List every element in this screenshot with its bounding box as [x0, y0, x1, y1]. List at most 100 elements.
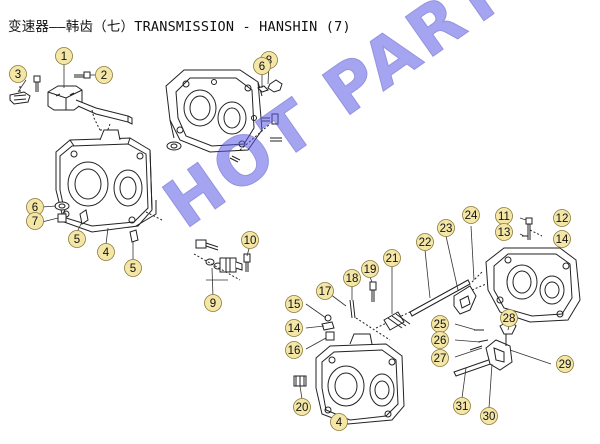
- callout-bubble: [55, 47, 73, 65]
- callout-15: 15: [285, 295, 303, 313]
- callout-bubble: [316, 282, 334, 300]
- drain-plug-drawing: [293, 375, 307, 387]
- callout-bubble: [253, 57, 271, 75]
- callout-bubble: [431, 331, 449, 349]
- callout-3: 3: [9, 65, 27, 83]
- callout-bubble: [431, 349, 449, 367]
- callout-number: 10: [244, 235, 257, 247]
- callout-bubble: [462, 206, 480, 224]
- callout-bubble: [553, 230, 571, 248]
- callout-bubble: [241, 231, 259, 249]
- main-case-bottom-drawing: [315, 333, 405, 425]
- callout-number: 15: [288, 299, 301, 311]
- callout-bubble: [437, 219, 455, 237]
- callout-14: 14: [553, 230, 571, 248]
- callout-28: 28: [500, 309, 518, 327]
- bolt-drawing: [33, 71, 91, 92]
- callout-1: 1: [55, 47, 73, 65]
- callout-12: 12: [553, 209, 571, 227]
- callout-bubble: [330, 413, 348, 431]
- callout-bubble: [556, 355, 574, 373]
- callout-number: 20: [296, 402, 309, 414]
- small-parts-right: [321, 281, 391, 341]
- callout-number: 22: [419, 237, 432, 249]
- callout-6: 6: [253, 57, 271, 75]
- callout-bubble: [285, 341, 303, 359]
- callout-number: 17: [319, 286, 332, 298]
- page-title: 变速器——韩齿（七）TRANSMISSION - HANSHIN (7): [8, 19, 351, 35]
- bracket-plate-drawing: [9, 86, 31, 105]
- rear-cover-drawing: [471, 217, 581, 323]
- callout-number: 18: [346, 273, 359, 285]
- callout-number: 7: [32, 216, 38, 228]
- callout-17: 17: [316, 282, 334, 300]
- callout-number: 13: [498, 227, 511, 239]
- callout-number: 12: [556, 213, 569, 225]
- callout-number: 27: [434, 353, 447, 365]
- callout-number: 2: [101, 70, 107, 82]
- shift-shaft-drawing: [375, 279, 471, 331]
- housing-cover-drawing: [165, 69, 263, 153]
- callout-number: 26: [434, 335, 447, 347]
- callout-9: 9: [204, 294, 222, 312]
- callout-5: 5: [68, 230, 86, 248]
- sensor-assembly-drawing: [193, 239, 251, 281]
- callout-number: 14: [556, 234, 569, 246]
- shift-fork-drawing: [453, 271, 483, 315]
- leader-lines: [17, 61, 552, 421]
- callout-number: 29: [559, 359, 572, 371]
- callout-bubble: [453, 397, 471, 415]
- callout-22: 22: [416, 233, 434, 251]
- callout-4: 4: [330, 413, 348, 431]
- callout-number: 31: [456, 401, 469, 413]
- callout-layer: 1328667545109111213142423222119181715141…: [9, 47, 574, 431]
- callout-bubble: [383, 249, 401, 267]
- callout-bubble: [285, 319, 303, 337]
- callout-bubble: [285, 295, 303, 313]
- callout-number: 28: [503, 313, 516, 325]
- callout-number: 30: [483, 411, 496, 423]
- callout-2: 2: [95, 66, 113, 84]
- callout-25: 25: [431, 315, 449, 333]
- callout-number: 16: [288, 345, 301, 357]
- callout-bubble: [495, 223, 513, 241]
- solenoid-switch-drawing: [47, 85, 133, 151]
- callout-bubble: [361, 260, 379, 278]
- callout-bubble: [9, 65, 27, 83]
- callout-27: 27: [431, 349, 449, 367]
- callout-number: 11: [498, 211, 510, 223]
- callout-bubble: [343, 269, 361, 287]
- callout-number: 6: [32, 202, 38, 214]
- callout-24: 24: [462, 206, 480, 224]
- callout-21: 21: [383, 249, 401, 267]
- callout-11: 11: [495, 207, 513, 225]
- callout-bubble: [97, 243, 115, 261]
- callout-16: 16: [285, 341, 303, 359]
- small-parts-upper-right: [166, 79, 283, 163]
- callout-29: 29: [556, 355, 574, 373]
- callout-30: 30: [480, 407, 498, 425]
- callout-number: 23: [440, 223, 453, 235]
- callout-bubble: [95, 66, 113, 84]
- callout-number: 9: [210, 298, 216, 310]
- shift-rail-drawing: [453, 319, 517, 377]
- main-case-left-drawing: [55, 129, 157, 233]
- callout-23: 23: [437, 219, 455, 237]
- callout-number: 24: [465, 210, 478, 222]
- callout-31: 31: [453, 397, 471, 415]
- callout-number: 21: [386, 253, 399, 265]
- callout-bubble: [26, 212, 44, 230]
- callout-bubble: [500, 309, 518, 327]
- callout-number: 25: [434, 319, 447, 331]
- callout-number: 3: [15, 69, 21, 81]
- callout-7: 7: [26, 212, 44, 230]
- callout-19: 19: [361, 260, 379, 278]
- callout-4: 4: [97, 243, 115, 261]
- callout-number: 14: [288, 323, 301, 335]
- callout-bubble: [416, 233, 434, 251]
- callout-number: 19: [364, 264, 377, 276]
- callout-number: 6: [259, 61, 265, 73]
- callout-26: 26: [431, 331, 449, 349]
